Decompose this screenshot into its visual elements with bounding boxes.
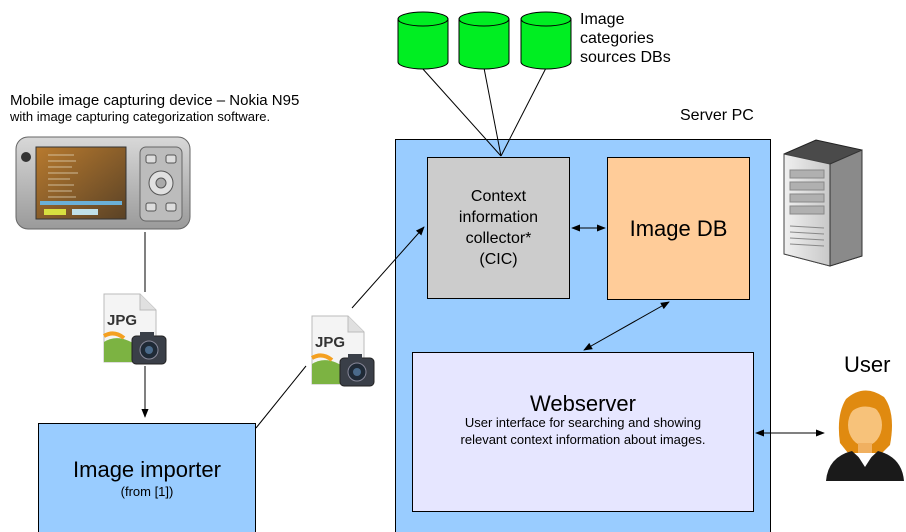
databases-label-line-3: sources DBs — [580, 49, 671, 66]
context-information-collector-box: Context information collector* (CIC) — [427, 157, 570, 299]
importer-to-jpg-line — [255, 365, 307, 429]
database-cylinder-1 — [397, 11, 449, 70]
image-importer-box: Image importer (from [1]) — [38, 423, 256, 532]
database-cylinder-3 — [520, 11, 572, 70]
jpg-label-2: JPG — [315, 334, 346, 351]
image-importer-subtitle: (from [1]) — [120, 484, 174, 499]
jpg-file-icon-2: JPG — [308, 314, 376, 388]
webserver-box: Webserver User interface for searching a… — [412, 352, 754, 512]
jpg-label-1: JPG — [107, 312, 138, 329]
device-caption-line-1: Mobile image capturing device – Nokia N9… — [10, 92, 300, 109]
jpg-file-icon-1: JPG — [100, 292, 168, 366]
webserver-description-line-1: User interface for searching and showing — [464, 415, 702, 430]
cic-line-2: information — [458, 209, 539, 226]
database-cylinder-2 — [458, 11, 510, 70]
device-caption-line-2: with image capturing categorization soft… — [10, 109, 271, 124]
user-avatar-icon — [826, 390, 904, 481]
server-tower-icon — [783, 139, 863, 267]
jpg-to-cic-arrow — [351, 226, 425, 309]
db1-to-cic-line — [421, 67, 502, 157]
databases-label-line-2: categories — [580, 30, 654, 47]
image-db-box: Image DB — [607, 157, 750, 300]
user-label: User — [844, 352, 891, 377]
db3-to-cic-line — [500, 67, 547, 157]
cic-line-3: collector* — [465, 230, 532, 247]
server-pc-label: Server PC — [680, 107, 754, 124]
webserver-description-line-2: relevant context information about image… — [460, 432, 706, 447]
databases-label: Image categories sources DBs — [580, 10, 671, 67]
imagedb-webserver-arrow — [583, 301, 670, 351]
cic-line-4: (CIC) — [479, 251, 518, 268]
webserver-title: Webserver — [530, 391, 636, 416]
nokia-phone-image — [15, 136, 191, 230]
databases-label-line-1: Image — [580, 11, 625, 28]
db2-to-cic-line — [483, 67, 502, 157]
image-db-label: Image DB — [629, 215, 728, 241]
image-importer-title: Image importer — [73, 457, 221, 482]
cic-line-1: Context — [470, 188, 527, 205]
